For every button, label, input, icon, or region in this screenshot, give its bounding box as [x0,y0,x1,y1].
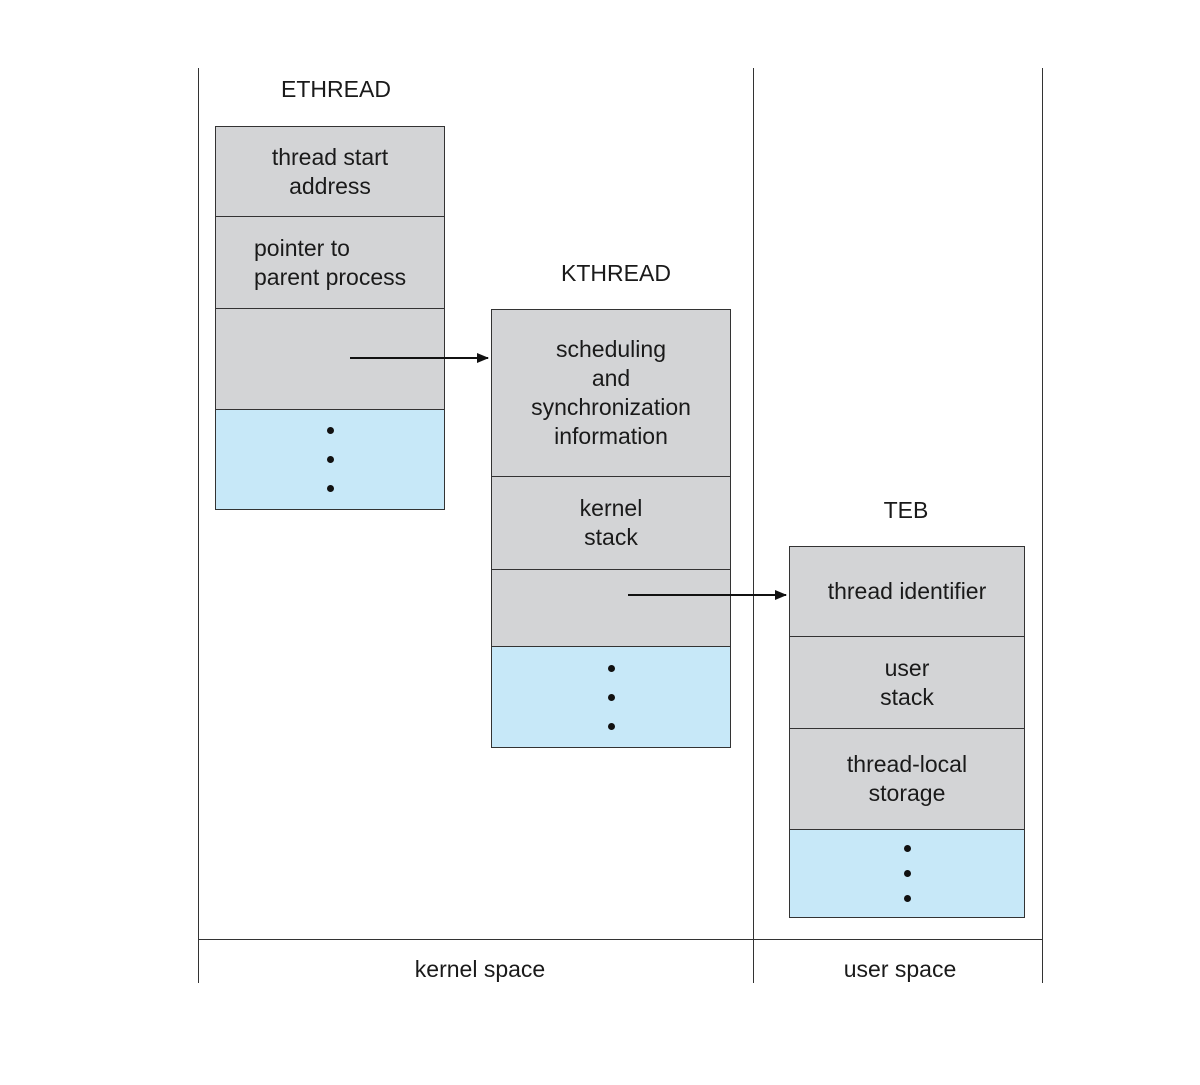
kernel-user-divider [753,68,754,983]
ellipsis-dot-icon [326,485,334,492]
kernel-left-border [198,68,199,983]
teb-thread-local-storage: thread-local storage [790,728,1024,829]
teb-ellipsis [790,829,1024,917]
ellipsis-dot-icon [326,456,334,463]
kthread-ellipsis [492,646,730,747]
ethread-pointer-to-parent-process: pointer to parent process [216,216,444,308]
ethread-thread-start-address: thread start address [216,127,444,216]
ethread-kthread-pointer [216,308,444,409]
user-right-border [1042,68,1043,983]
ellipsis-dot-icon [903,845,911,852]
ethread-ellipsis [216,409,444,509]
teb-title: TEB [883,497,929,523]
ethread-title: ETHREAD [281,76,391,102]
kthread-title: KTHREAD [561,260,671,286]
teb-user-stack: user stack [790,636,1024,728]
kthread-teb-pointer [492,569,730,646]
ellipsis-dot-icon [903,895,911,902]
teb-thread-identifier: thread identifier [790,547,1024,636]
teb-structure: thread identifier user stack thread-loca… [789,546,1025,918]
kernel-space-label: kernel space [414,956,546,982]
ellipsis-dot-icon [607,693,615,701]
ethread-structure: thread start address pointer to parent p… [215,126,445,510]
kthread-scheduling-info: scheduling and synchronization informati… [492,310,730,476]
ellipsis-dot-icon [607,664,615,672]
ellipsis-dot-icon [607,722,615,730]
kthread-kernel-stack: kernel stack [492,476,730,569]
user-space-label: user space [843,956,957,982]
ellipsis-dot-icon [326,427,334,434]
ellipsis-dot-icon [903,870,911,877]
region-label-divider [198,939,1043,940]
kthread-structure: scheduling and synchronization informati… [491,309,731,748]
